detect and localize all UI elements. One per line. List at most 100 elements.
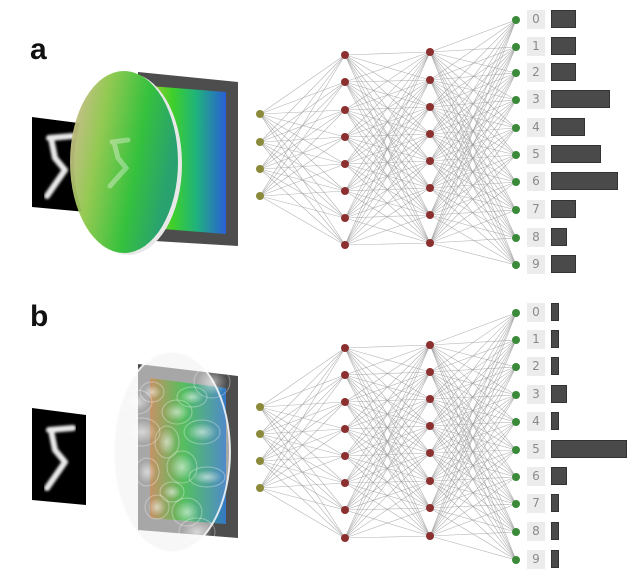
output-node [512,206,520,214]
hidden1-node [341,160,349,168]
output-node [512,178,520,186]
input-digit-image [32,408,86,505]
diffractive-lens [113,351,231,553]
class-score-bar [551,330,559,348]
class-score-bar [551,145,601,163]
hidden2-node [426,76,434,84]
class-label: 9 [527,255,545,274]
class-label: 9 [527,550,545,569]
input-node [256,403,264,411]
panel-label-b: b [30,300,49,333]
hidden2-node [426,504,434,512]
hidden1-node [341,106,349,114]
class-label: 0 [527,303,545,322]
hidden1-node [341,133,349,141]
class-score-bar [551,494,559,512]
output-node [512,309,520,317]
input-node [256,165,264,173]
output-node [512,124,520,132]
edges-panel-a [259,19,517,266]
class-score-bar [551,90,610,108]
hidden2-node [426,48,434,56]
optics-layer [32,71,238,553]
output-node [512,261,520,269]
output-node [512,556,520,564]
hidden1-node [341,214,349,222]
class-score-bar [551,63,576,81]
panel-b [32,351,238,553]
output-node [512,16,520,24]
hidden2-node [426,395,434,403]
class-label: 5 [527,440,545,459]
hidden2-node [426,477,434,485]
hidden1-node [341,371,349,379]
class-score-bar [551,440,627,458]
input-node [256,484,264,492]
class-score-bar [551,37,576,55]
class-score-bar [551,303,559,321]
output-node [512,473,520,481]
class-label: 5 [527,145,545,164]
output-node [512,446,520,454]
output-node [512,96,520,104]
class-score-bar [551,467,567,485]
hidden2-node [426,532,434,540]
input-node [256,138,264,146]
nodes-panel-b [256,309,520,564]
hidden2-node [426,103,434,111]
class-label: 7 [527,494,545,513]
hidden2-node [426,368,434,376]
output-node [512,418,520,426]
output-node [512,151,520,159]
input-node [256,457,264,465]
class-score-bar [551,385,567,403]
class-score-bar [551,228,567,246]
class-label: 8 [527,228,545,247]
hidden2-node [426,449,434,457]
output-node [512,363,520,371]
output-node [512,234,520,242]
input-node [256,110,264,118]
hidden1-node [341,78,349,86]
hidden2-node [426,239,434,247]
hidden2-node [426,341,434,349]
output-node [512,336,520,344]
hidden1-node [341,344,349,352]
network-nodes [256,16,520,564]
hidden2-node [426,184,434,192]
hidden2-node [426,130,434,138]
network-edges [259,19,517,561]
diffractive-lens [70,71,182,255]
class-score-bar [551,550,559,568]
class-label: 3 [527,385,545,404]
class-label: 0 [527,10,545,29]
hidden1-node [341,241,349,249]
class-label: 8 [527,522,545,541]
class-label: 1 [527,330,545,349]
class-score-bar [551,10,576,28]
class-score-bar [551,255,576,273]
class-label: 6 [527,467,545,486]
panel-a [32,71,238,255]
class-score-bar [551,118,585,136]
hidden2-node [426,157,434,165]
hidden1-node [341,506,349,514]
class-label: 6 [527,172,545,191]
hidden1-node [341,187,349,195]
output-node [512,528,520,536]
class-score-bar [551,412,559,430]
hidden1-node [341,534,349,542]
nodes-panel-a [256,16,520,269]
class-label: 2 [527,63,545,82]
output-node [512,500,520,508]
output-node [512,69,520,77]
edges-panel-b [259,312,517,561]
class-score-bar [551,357,559,375]
output-node [512,391,520,399]
class-label: 4 [527,412,545,431]
hidden1-node [341,452,349,460]
class-label: 1 [527,37,545,56]
class-label: 2 [527,357,545,376]
class-score-bar [551,200,576,218]
